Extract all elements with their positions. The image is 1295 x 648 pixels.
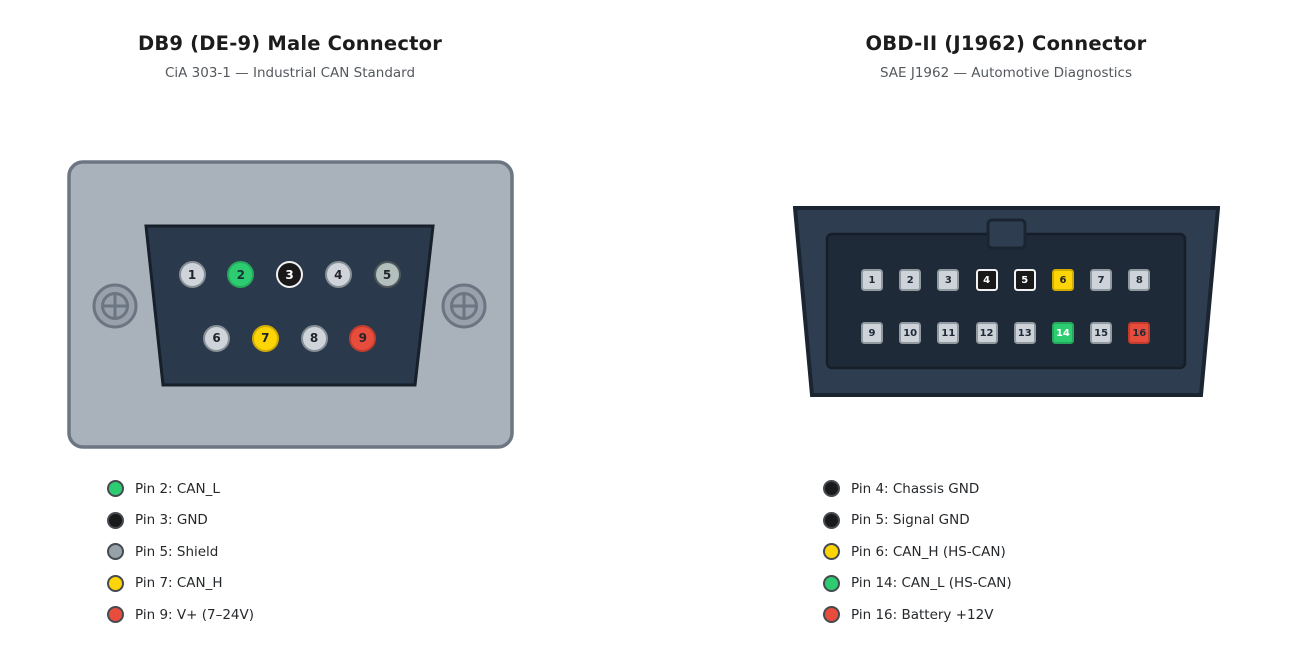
- obd-pin-3: 3: [937, 269, 960, 291]
- obd-title: OBD-II (J1962) Connector: [865, 32, 1147, 55]
- legend-item: Pin 5: Signal GND: [823, 505, 1012, 537]
- legend-item: Pin 14: CAN_L (HS-CAN): [823, 568, 1012, 600]
- db9-title: DB9 (DE-9) Male Connector: [137, 32, 443, 55]
- screw-left-icon: [92, 283, 138, 329]
- legend-dot-icon: [107, 543, 124, 561]
- legend-dot-icon: [823, 480, 840, 498]
- legend-dot-icon: [107, 511, 124, 529]
- legend-label: Pin 5: Signal GND: [851, 512, 970, 529]
- obd-pin-8: 8: [1128, 269, 1151, 291]
- legend-item: Pin 7: CAN_H: [107, 568, 254, 600]
- legend-item: Pin 2: CAN_L: [107, 473, 254, 505]
- obd-legend: Pin 4: Chassis GND Pin 5: Signal GND Pin…: [823, 473, 1012, 631]
- obd-pin-2: 2: [899, 269, 922, 291]
- legend-label: Pin 5: Shield: [135, 543, 219, 560]
- obd-pin-10: 10: [899, 322, 922, 344]
- legend-label: Pin 16: Battery +12V: [851, 606, 994, 623]
- obd-pin-16: 16: [1128, 322, 1151, 344]
- legend-label: Pin 3: GND: [135, 512, 208, 529]
- legend-dot-icon: [823, 606, 840, 624]
- obd-connector: 1 2 3 4 5 6 7 8 9 10 11 12 13 14 15 16: [793, 206, 1220, 398]
- db9-legend: Pin 2: CAN_L Pin 3: GND Pin 5: Shield Pi…: [107, 473, 254, 631]
- db9-pin-row-top: 1 2 3 4 5: [178, 261, 401, 288]
- obd-header: OBD-II (J1962) Connector SAE J1962 — Aut…: [756, 32, 1256, 81]
- legend-dot-icon: [107, 606, 124, 624]
- db9-pin-1: 1: [178, 261, 206, 288]
- legend-dot-icon: [107, 574, 124, 592]
- obd-pin-15: 15: [1090, 322, 1113, 344]
- db9-pin-5: 5: [373, 261, 401, 288]
- obd-pin-row-bottom: 9 10 11 12 13 14 15 16: [861, 322, 1151, 344]
- obd-pin-7: 7: [1090, 269, 1113, 291]
- db9-connector-art: [67, 160, 514, 449]
- db9-pin-8: 8: [300, 324, 328, 352]
- legend-label: Pin 2: CAN_L: [135, 480, 220, 497]
- db9-pin-6: 6: [203, 324, 230, 352]
- legend-item: Pin 5: Shield: [107, 536, 254, 568]
- legend-label: Pin 6: CAN_H (HS-CAN): [851, 543, 1006, 560]
- obd-socket: [825, 232, 1187, 370]
- obd-pin-6: 6: [1051, 269, 1074, 291]
- legend-label: Pin 9: V+ (7–24V): [135, 606, 254, 623]
- obd-pin-row-top: 1 2 3 4 5 6 7 8: [861, 269, 1151, 291]
- db9-pin-9: 9: [349, 324, 377, 352]
- legend-item: Pin 3: GND: [107, 505, 254, 537]
- db9-pin-4: 4: [324, 261, 352, 288]
- obd-pin-12: 12: [975, 322, 998, 344]
- legend-item: Pin 16: Battery +12V: [823, 599, 1012, 631]
- legend-dot-icon: [107, 480, 124, 498]
- db9-connector: 1 2 3 4 5 6 7 8 9: [67, 160, 514, 449]
- obd-pin-4: 4: [975, 269, 998, 291]
- legend-label: Pin 4: Chassis GND: [851, 480, 980, 497]
- legend-dot-icon: [823, 511, 840, 529]
- db9-pin-3: 3: [276, 261, 303, 288]
- legend-item: Pin 4: Chassis GND: [823, 473, 1012, 505]
- obd-pin-13: 13: [1013, 322, 1036, 344]
- obd-subtitle: SAE J1962 — Automotive Diagnostics: [879, 65, 1133, 81]
- db9-socket: [144, 224, 435, 387]
- legend-item: Pin 9: V+ (7–24V): [107, 599, 254, 631]
- db9-header: DB9 (DE-9) Male Connector CiA 303-1 — In…: [40, 32, 540, 81]
- obd-key-tab: [986, 218, 1027, 250]
- obd-connector-art: [793, 206, 1220, 397]
- obd-pin-11: 11: [937, 322, 960, 344]
- legend-dot-icon: [823, 574, 840, 592]
- db9-pin-row-bottom: 6 7 8 9: [203, 324, 377, 352]
- db9-pin-2: 2: [227, 261, 255, 288]
- obd-pin-1: 1: [861, 269, 883, 291]
- legend-dot-icon: [823, 543, 840, 561]
- db9-pin-7: 7: [251, 324, 279, 352]
- obd-pin-9: 9: [861, 322, 883, 344]
- obd-pin-14: 14: [1051, 322, 1074, 344]
- legend-label: Pin 7: CAN_H: [135, 575, 223, 592]
- obd-pin-5: 5: [1013, 269, 1036, 291]
- legend-item: Pin 6: CAN_H (HS-CAN): [823, 536, 1012, 568]
- screw-right-icon: [441, 283, 487, 329]
- legend-label: Pin 14: CAN_L (HS-CAN): [851, 575, 1012, 592]
- db9-subtitle: CiA 303-1 — Industrial CAN Standard: [164, 65, 416, 81]
